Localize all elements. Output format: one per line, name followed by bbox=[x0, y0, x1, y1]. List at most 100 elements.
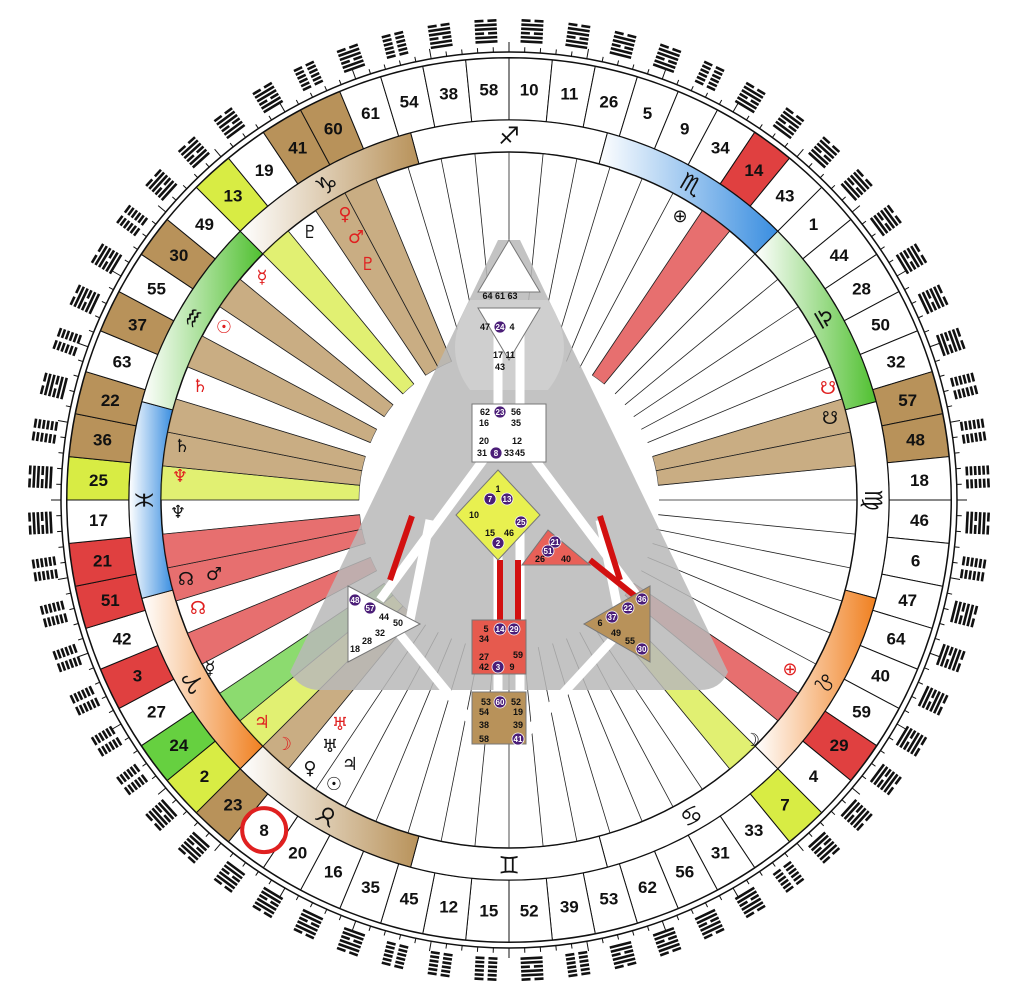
gate-number: 54 bbox=[400, 92, 419, 111]
planet-icon: ☋ bbox=[822, 408, 838, 429]
gate-number: 64 bbox=[887, 629, 906, 648]
planet-icon: ♂ bbox=[206, 564, 222, 585]
hexagram-icon bbox=[213, 107, 246, 140]
gate-label: 12 bbox=[512, 436, 522, 446]
hexagram-icon bbox=[252, 81, 284, 114]
channel bbox=[405, 519, 435, 621]
gate-dot bbox=[635, 642, 649, 656]
gate-label: 24 bbox=[496, 323, 505, 332]
hexagram-icon bbox=[652, 926, 682, 957]
hexagram-icon bbox=[869, 204, 902, 237]
hexagram-icon bbox=[609, 30, 637, 59]
gate-number: 7 bbox=[780, 796, 789, 815]
channel bbox=[376, 437, 502, 603]
gate-number: 38 bbox=[439, 84, 458, 103]
gate-number: 44 bbox=[830, 246, 849, 265]
hexagram-icon bbox=[895, 725, 928, 757]
hexagram-icon bbox=[293, 908, 324, 940]
hexagram-icon bbox=[950, 600, 979, 628]
hexagram-icon bbox=[90, 725, 123, 757]
zodiac-sign-icon: ♓ bbox=[131, 489, 159, 511]
gate-number: 19 bbox=[255, 161, 274, 180]
gate-label: 2 bbox=[496, 539, 501, 548]
gate-number: 57 bbox=[898, 391, 917, 410]
gate-label: 35 bbox=[511, 418, 521, 428]
planet-icon: ☽ bbox=[744, 730, 760, 751]
planet-icon: ☉ bbox=[216, 317, 232, 338]
hexagram-icon bbox=[895, 243, 928, 275]
gate-label: 52 bbox=[511, 697, 521, 707]
gate-label: 25 bbox=[517, 518, 526, 527]
gate-number: 25 bbox=[89, 471, 108, 490]
gate-number: 12 bbox=[439, 898, 458, 917]
hexagram-icon bbox=[694, 908, 725, 940]
hexagram-icon bbox=[520, 956, 544, 981]
planet-icon: ♅ bbox=[322, 736, 338, 757]
gate-label: 22 bbox=[624, 604, 633, 613]
head-center bbox=[477, 239, 541, 293]
gate-number: 10 bbox=[520, 80, 539, 99]
gate-label: 7 bbox=[488, 495, 493, 504]
gate-label: 17 11 bbox=[493, 350, 515, 360]
gate-number: 21 bbox=[93, 551, 112, 570]
gate-label: 55 bbox=[625, 636, 635, 646]
gate-label: 49 bbox=[611, 628, 621, 638]
gate-label: 20 bbox=[479, 436, 489, 446]
gate-label: 39 bbox=[513, 720, 523, 730]
gate-label: 4 bbox=[509, 322, 514, 332]
gate-label: 21 bbox=[551, 538, 560, 547]
zodiac-sign-icon: ♊ bbox=[498, 850, 520, 878]
gate-number: 37 bbox=[128, 315, 147, 334]
hexagram-icon bbox=[427, 22, 453, 50]
planet-icon: ☉ bbox=[326, 774, 342, 795]
gate-dot bbox=[363, 601, 377, 615]
gate-number: 26 bbox=[599, 92, 618, 111]
gate-label: 59 bbox=[513, 650, 523, 660]
gate-number: 48 bbox=[906, 431, 925, 450]
gate-dot bbox=[541, 544, 555, 558]
hexagram-icon bbox=[252, 886, 284, 919]
gate-label: 28 bbox=[362, 636, 372, 646]
hexagram-icon bbox=[917, 284, 949, 315]
hexagram-icon bbox=[177, 136, 210, 169]
gate-label: 23 bbox=[496, 408, 505, 417]
hexagram-icon bbox=[734, 886, 766, 919]
gate-label: 43 bbox=[495, 362, 505, 372]
hexagram-icon bbox=[935, 327, 966, 357]
gate-number: 27 bbox=[147, 702, 166, 721]
hexagram-icon bbox=[935, 643, 966, 673]
hexagram-icon bbox=[869, 763, 902, 796]
hexagram-icon bbox=[116, 204, 149, 237]
gate-number: 34 bbox=[711, 138, 730, 157]
gate-label: 5 bbox=[483, 624, 488, 634]
gate-number: 30 bbox=[169, 246, 188, 265]
hexagram-icon bbox=[39, 600, 68, 628]
gate-label: 10 bbox=[469, 510, 479, 520]
gate-label: 53 bbox=[481, 697, 491, 707]
gate-number: 13 bbox=[224, 186, 243, 205]
hexagram-icon bbox=[52, 643, 83, 673]
hexagram-icon bbox=[31, 418, 59, 444]
gate-label: 6 bbox=[597, 618, 602, 628]
gate-number: 8 bbox=[259, 821, 268, 840]
gate-dot bbox=[605, 610, 619, 624]
gate-number: 59 bbox=[852, 702, 871, 721]
gate-label: 31 bbox=[477, 448, 487, 458]
hexagram-icon bbox=[213, 860, 246, 893]
gate-label: 19 bbox=[513, 707, 523, 717]
planet-icon: ♇ bbox=[302, 222, 318, 243]
planet-icon: ☿ bbox=[256, 267, 267, 288]
gate-label: 1 bbox=[495, 484, 500, 494]
gate-label: 54 bbox=[479, 707, 489, 717]
zodiac-sign-icon: ♍ bbox=[859, 489, 887, 511]
gate-label: 26 bbox=[535, 554, 545, 564]
planet-icon: ☊ bbox=[190, 598, 206, 619]
gate-number: 20 bbox=[288, 844, 307, 863]
channel-active bbox=[387, 515, 415, 581]
gate-label: 48 bbox=[351, 596, 360, 605]
gate-highlight-overlay bbox=[240, 806, 289, 855]
gate-dot bbox=[511, 732, 525, 746]
gate-label: 30 bbox=[638, 645, 647, 654]
gate-number: 63 bbox=[113, 353, 132, 372]
